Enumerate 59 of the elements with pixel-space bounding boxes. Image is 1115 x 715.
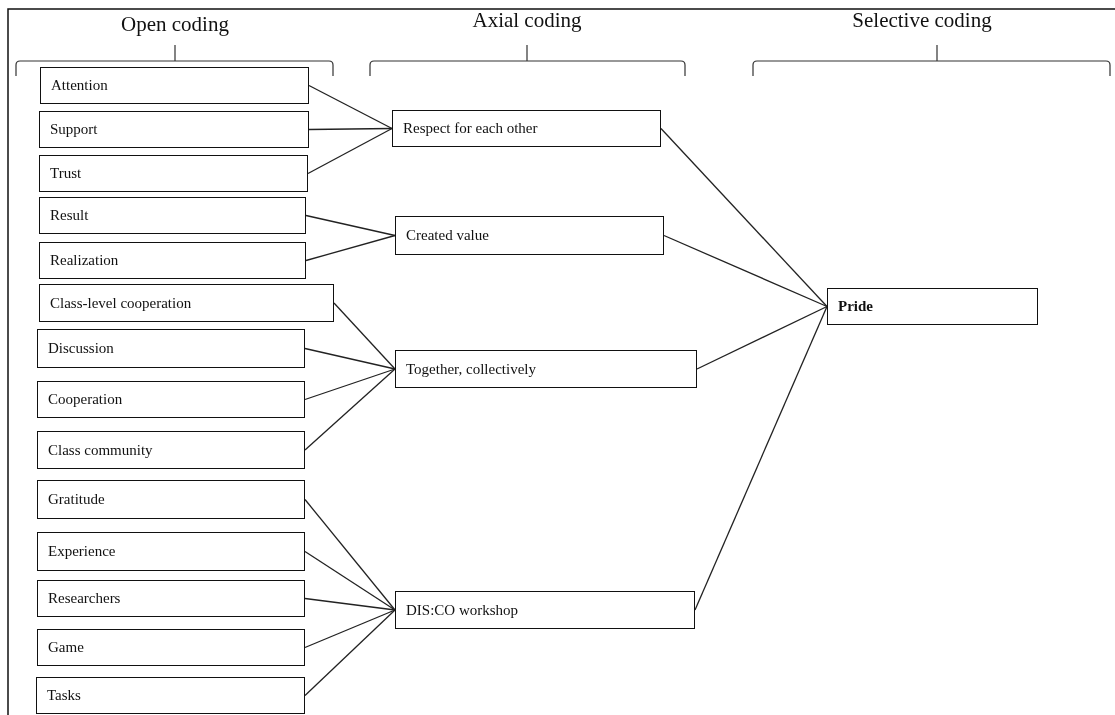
connector-line — [663, 234, 828, 308]
connector-line — [333, 302, 396, 370]
box-label: Pride — [838, 298, 873, 315]
connector-line — [305, 234, 396, 262]
box-label: Attention — [51, 77, 108, 94]
box-label: DIS:CO workshop — [406, 601, 519, 619]
box-label: Created value — [406, 227, 489, 244]
text-box — [37, 329, 305, 368]
box-label: Game — [48, 639, 84, 656]
connector-line — [304, 368, 396, 451]
connector-line — [304, 597, 396, 611]
box-label: Class community — [48, 441, 153, 459]
text-box — [395, 591, 695, 629]
text-box — [395, 216, 664, 255]
text-box — [40, 67, 309, 104]
connector-line — [304, 550, 396, 611]
box-label: Tasks — [47, 687, 81, 704]
box-label: Result — [50, 207, 89, 224]
connector-line — [305, 214, 396, 237]
connector-line — [304, 368, 396, 401]
box-label: Together, collectively — [406, 360, 536, 378]
text-box — [36, 677, 305, 714]
text-box — [39, 197, 306, 234]
text-box — [37, 480, 305, 519]
text-box — [39, 111, 309, 148]
column-heading: Selective coding — [852, 8, 992, 33]
box-label: Support — [50, 121, 98, 138]
text-box — [392, 110, 661, 147]
text-box — [39, 242, 306, 279]
text-box — [37, 381, 305, 418]
box-label: Respect for each other — [403, 120, 538, 137]
box-label: Discussion — [48, 340, 114, 357]
connector-line — [660, 127, 828, 308]
text-box — [37, 532, 305, 571]
box-label: Gratitude — [48, 491, 105, 508]
text-box — [395, 350, 697, 388]
text-box — [37, 629, 305, 666]
text-box — [37, 580, 305, 617]
connector-line — [308, 127, 393, 131]
connector-line — [304, 609, 396, 697]
box-label: Cooperation — [48, 391, 123, 408]
connector-line — [304, 347, 396, 370]
connector-line — [694, 305, 828, 611]
box-label: Researchers — [48, 590, 121, 607]
box-label: Experience — [48, 543, 116, 560]
box-label: Realization — [50, 252, 119, 269]
connector-line — [307, 127, 393, 175]
text-box — [39, 284, 334, 322]
text-box — [827, 288, 1038, 325]
connector-line — [308, 84, 393, 130]
box-label: Trust — [50, 165, 82, 182]
connector-line — [696, 305, 828, 370]
box-label: Class-level cooperation — [50, 294, 192, 312]
connector-line — [304, 498, 396, 611]
connector-line — [304, 609, 396, 649]
column-heading: Open coding — [121, 12, 229, 37]
text-box — [37, 431, 305, 469]
text-box — [39, 155, 308, 192]
column-heading: Axial coding — [472, 8, 582, 33]
